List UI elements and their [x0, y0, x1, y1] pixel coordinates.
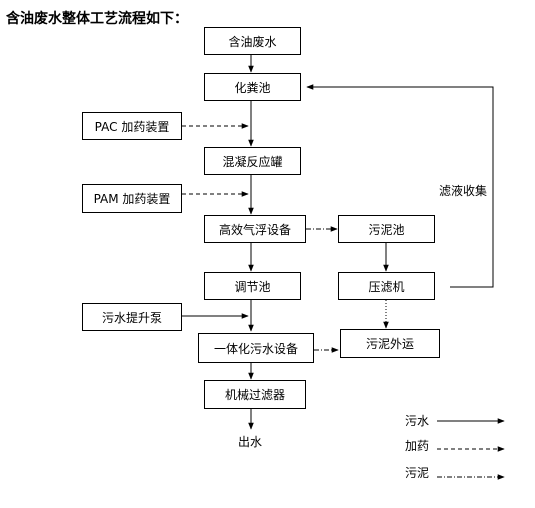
node-pac-dosing: PAC 加药装置	[82, 112, 182, 140]
arrow-filtrate-return	[306, 84, 494, 288]
label-filtrate-collection: 滤液收集	[439, 184, 488, 198]
node-pam-dosing: PAM 加药装置	[82, 184, 182, 213]
node-oily-wastewater: 含油废水	[204, 27, 301, 55]
node-mechanical-filter: 机械过滤器	[204, 380, 306, 409]
node-filter-press: 压滤机	[338, 272, 435, 300]
legend-sludge-label: 污泥	[405, 466, 430, 480]
legend-dosing-label: 加药	[405, 439, 430, 453]
node-septic-tank: 化粪池	[204, 73, 301, 101]
node-coagulation-tank: 混凝反应罐	[204, 147, 301, 175]
node-sludge-tank: 污泥池	[338, 215, 435, 243]
node-regulating-tank: 调节池	[204, 272, 301, 300]
diagram-title: 含油废水整体工艺流程如下：	[6, 11, 188, 27]
label-effluent: 出水	[238, 435, 263, 449]
node-lift-pump: 污水提升泵	[82, 303, 182, 331]
node-daf: 高效气浮设备	[204, 215, 306, 243]
legend-wastewater-label: 污水	[405, 414, 430, 428]
node-sludge-out: 污泥外运	[340, 329, 440, 358]
node-integrated-equipment: 一体化污水设备	[198, 333, 314, 363]
